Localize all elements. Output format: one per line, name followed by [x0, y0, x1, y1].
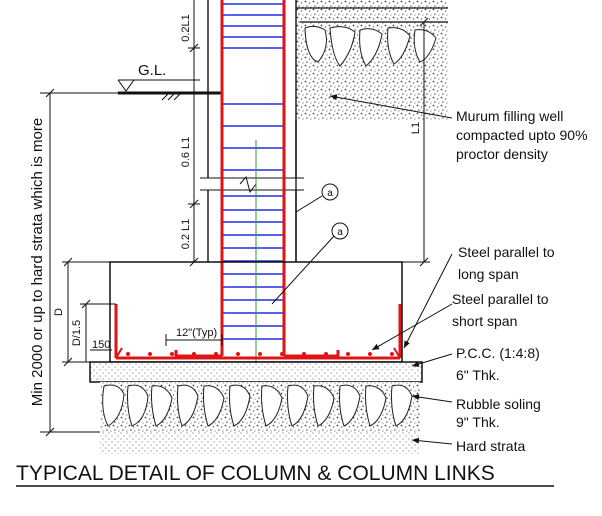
link-zone-dimension-line: [188, 0, 200, 267]
footing-transverse-bars: [126, 352, 394, 356]
lap-length-dimension: [165, 334, 223, 346]
pcc-callout-line-2: 6" Thk.: [456, 367, 500, 383]
column-links: [222, 3, 284, 340]
ground-level-marker: [117, 79, 222, 101]
link-tag-1: [295, 183, 339, 213]
steel-long-callout-line-2: long span: [458, 266, 519, 282]
transverse-bar-1: [126, 352, 130, 356]
min-depth-dimension: [40, 88, 118, 437]
drawing-title: TYPICAL DETAIL OF COLUMN & COLUMN LINKS: [16, 462, 495, 485]
transverse-bar-7: [258, 352, 262, 356]
hard-strata-callout: Hard strata: [456, 438, 525, 454]
link-tag-1-label: a: [327, 188, 333, 199]
footing-bottom-mesh: [114, 304, 402, 360]
footing-depth-dimension: [62, 257, 116, 367]
transverse-bar-8: [280, 352, 284, 356]
transverse-bar-5: [214, 352, 218, 356]
murum-callout-line-3: proctor density: [456, 146, 548, 162]
link-tag-2: [271, 222, 349, 305]
cover-dimension: [90, 346, 112, 362]
murum-callout-line-1: Murum filling well: [456, 108, 563, 124]
pcc-bed: [89, 361, 423, 383]
link-tag-2-label: a: [337, 227, 343, 238]
cover-label: 150: [92, 339, 110, 351]
transverse-bar-13: [390, 352, 394, 356]
steel-long-callout-line-1: Steel parallel to: [458, 244, 555, 260]
transverse-bar-12: [368, 352, 372, 356]
mid-link-zone-label: 0.6 L1: [180, 137, 192, 168]
rubble-soling: [100, 382, 420, 432]
callout-leaders: [329, 94, 453, 445]
min-depth-note: Min 2000 or up to hard strata which is m…: [29, 118, 46, 406]
bottom-link-zone-label: 0.2 L1: [180, 219, 192, 250]
transverse-bar-9: [302, 352, 306, 356]
column-length-dimension: [400, 17, 430, 267]
transverse-bar-4: [192, 352, 196, 356]
transverse-bar-11: [346, 352, 350, 356]
steel-short-callout-line-1: Steel parallel to: [452, 291, 549, 307]
top-link-zone-label: 0.2L1: [180, 14, 192, 42]
hard-strata: [100, 432, 420, 454]
rubble-callout-line-2: 9" Thk.: [456, 414, 500, 430]
steel-short-callout-line-2: short span: [452, 313, 517, 329]
column-main-bars: [174, 0, 340, 358]
transverse-bar-6: [236, 352, 240, 356]
transverse-bar-2: [148, 352, 152, 356]
rubble-callout-line-1: Rubble soling: [456, 396, 541, 412]
transverse-bar-3: [170, 352, 174, 356]
edge-depth-label: D/1.5: [71, 320, 83, 346]
transverse-bar-10: [324, 352, 328, 356]
column-length-label: L1: [410, 122, 422, 134]
column-outline: [200, 0, 304, 262]
lap-length-label: 12"(Typ): [176, 327, 217, 339]
murum-fill-top: [296, 0, 448, 120]
murum-callout-line-2: compacted upto 90%: [456, 127, 588, 143]
footing-depth-label: D: [53, 308, 65, 316]
pcc-callout-line-1: P.C.C. (1:4:8): [456, 345, 540, 361]
ground-level-label: G.L.: [138, 62, 166, 79]
